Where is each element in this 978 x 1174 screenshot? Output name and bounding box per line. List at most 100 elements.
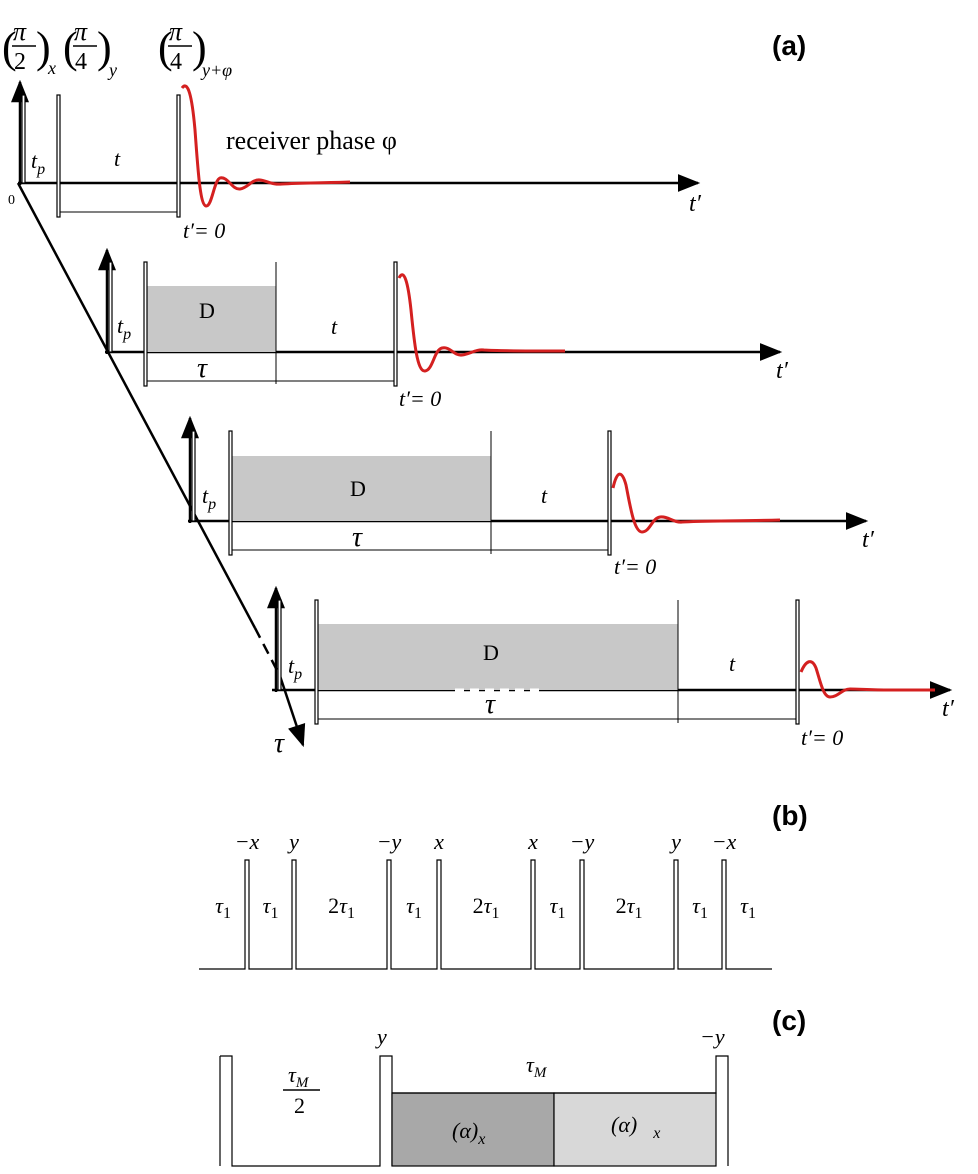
interval-sym: τ — [484, 893, 493, 918]
tp-label: tp — [31, 148, 45, 178]
phase-label: y — [287, 829, 299, 854]
interval-sub: 1 — [347, 905, 355, 922]
alpha-text: (α) — [611, 1112, 637, 1137]
d-block — [232, 456, 491, 521]
tau-label: τ — [352, 522, 363, 553]
pulse-pi-4-readout — [607, 430, 612, 556]
interval-label: 2τ1 — [473, 893, 500, 922]
t-prime-axis-label: t′ — [776, 358, 789, 384]
tau-label: τ — [197, 353, 208, 384]
paren-right: ) — [36, 23, 51, 72]
receiver-phase-label: receiver phase φ — [226, 126, 397, 155]
interval-sym: τ — [406, 893, 415, 918]
tau-axis-label: τ — [274, 728, 285, 759]
tau-m-half-label: τM 2 — [283, 1062, 320, 1118]
pulse-pi-4-readout — [393, 261, 398, 387]
d-block — [318, 624, 678, 690]
interval-label: τ1 — [550, 893, 566, 922]
paren-left: ( — [158, 23, 173, 72]
tau-m-sym: τ — [526, 1052, 535, 1077]
interval-label: 2τ1 — [328, 893, 355, 922]
sequence-row-2: tp D t τ t′= 0 t′ — [98, 247, 789, 411]
interval-coef: 2 — [328, 893, 339, 918]
frac-den: 2 — [14, 49, 26, 75]
panel-label-a: (a) — [772, 30, 806, 61]
tp-main: t — [117, 313, 124, 338]
phase-label: −x — [712, 829, 737, 854]
interval-label: 2τ1 — [616, 893, 643, 922]
frac-den: 4 — [75, 49, 87, 75]
pulse-pi-4-readout — [176, 94, 181, 218]
interval-sym: τ — [339, 893, 348, 918]
origin-label: 0 — [8, 193, 15, 208]
phase-label: x — [527, 829, 538, 854]
pulse-baseline-right — [392, 1055, 729, 1166]
interval-label: τ1 — [692, 893, 708, 922]
pulse-pi-2 — [191, 430, 196, 522]
fid-signal — [799, 660, 935, 699]
phase-label: −x — [235, 829, 260, 854]
tau-m-frac-num: τM — [288, 1062, 310, 1091]
t-prime-zero-label: t′= 0 — [614, 554, 656, 579]
interval-sub: 1 — [634, 905, 642, 922]
interval-label: τ1 — [740, 893, 756, 922]
panel-c-sequence: y −y τM 2 τM (α)x (α)x — [219, 1024, 729, 1167]
frac-num: π — [13, 17, 27, 46]
frac-den: 4 — [170, 49, 182, 75]
fid-signal — [611, 472, 781, 534]
tau-m-label: τM — [526, 1052, 548, 1081]
t-label: t — [114, 146, 121, 171]
t-prime-axis-label: t′ — [942, 696, 955, 722]
phase-label: y — [669, 829, 681, 854]
sequence-row-4: tp D t τ t′= 0 t′ — [267, 585, 955, 750]
interval-sub: 1 — [491, 905, 499, 922]
interval-sub: 1 — [700, 905, 708, 922]
t-prime-zero-label: t′= 0 — [399, 386, 441, 411]
tp-sub: p — [36, 161, 45, 178]
alpha-x-label-1: (α)x — [452, 1118, 485, 1148]
d-block — [147, 286, 276, 352]
pulse-label-pi-4-y: ( π 4 ) y — [63, 17, 117, 80]
pulse-pi-4-first — [143, 261, 148, 387]
pulse-subscript: x — [47, 58, 56, 78]
pulse-train — [199, 859, 772, 970]
interval-sym: τ — [740, 893, 749, 918]
tau-m-sym: τ — [288, 1062, 297, 1087]
pulse-subscript: y — [107, 60, 117, 80]
interval-sym: τ — [550, 893, 559, 918]
tau-m-frac-den: 2 — [294, 1093, 305, 1118]
tau-axis-solid — [16, 182, 257, 629]
panel-label-c: (c) — [772, 1005, 806, 1036]
t-prime-zero-label: t′= 0 — [183, 218, 225, 243]
pulse-pi-4-readout — [795, 599, 800, 725]
frac-num: π — [74, 17, 88, 46]
phase-label-y: y — [375, 1024, 387, 1049]
t-label: t — [541, 483, 548, 508]
tp-sub: p — [122, 326, 131, 343]
interval-label: τ1 — [263, 893, 279, 922]
pulse-label-pi-2-x: ( π 2 ) x — [2, 17, 56, 78]
interval-coef: 2 — [473, 893, 484, 918]
pulse-pi-4-first — [228, 430, 233, 556]
pulse-pi-4-first — [314, 599, 319, 725]
alpha-sub: x — [652, 1125, 660, 1142]
panel-label-b: (b) — [772, 800, 808, 831]
paren-left: ( — [2, 23, 17, 72]
tp-main: t — [288, 653, 295, 678]
interval-sub: 1 — [270, 905, 278, 922]
pulse-label-pi-4-y-phi: ( π 4 ) y+φ — [158, 17, 232, 80]
tau-m-sub: M — [533, 1065, 548, 1081]
tp-label: tp — [288, 653, 302, 683]
pulse-subscript: y+φ — [200, 60, 232, 80]
phase-label-minus-y: −y — [700, 1024, 725, 1049]
alpha-sub: x — [477, 1131, 485, 1148]
tau-axis-arrow — [278, 675, 306, 748]
interval-sub: 1 — [748, 905, 756, 922]
tau-m-sub: M — [295, 1075, 310, 1091]
t-label: t — [331, 314, 338, 339]
sequence-row-3: tp D t τ t′= 0 t′ — [181, 415, 875, 579]
phase-label: −y — [570, 829, 595, 854]
sequence-row-1: 0 tp t receiver phase φ t′= 0 t′ — [8, 79, 702, 243]
